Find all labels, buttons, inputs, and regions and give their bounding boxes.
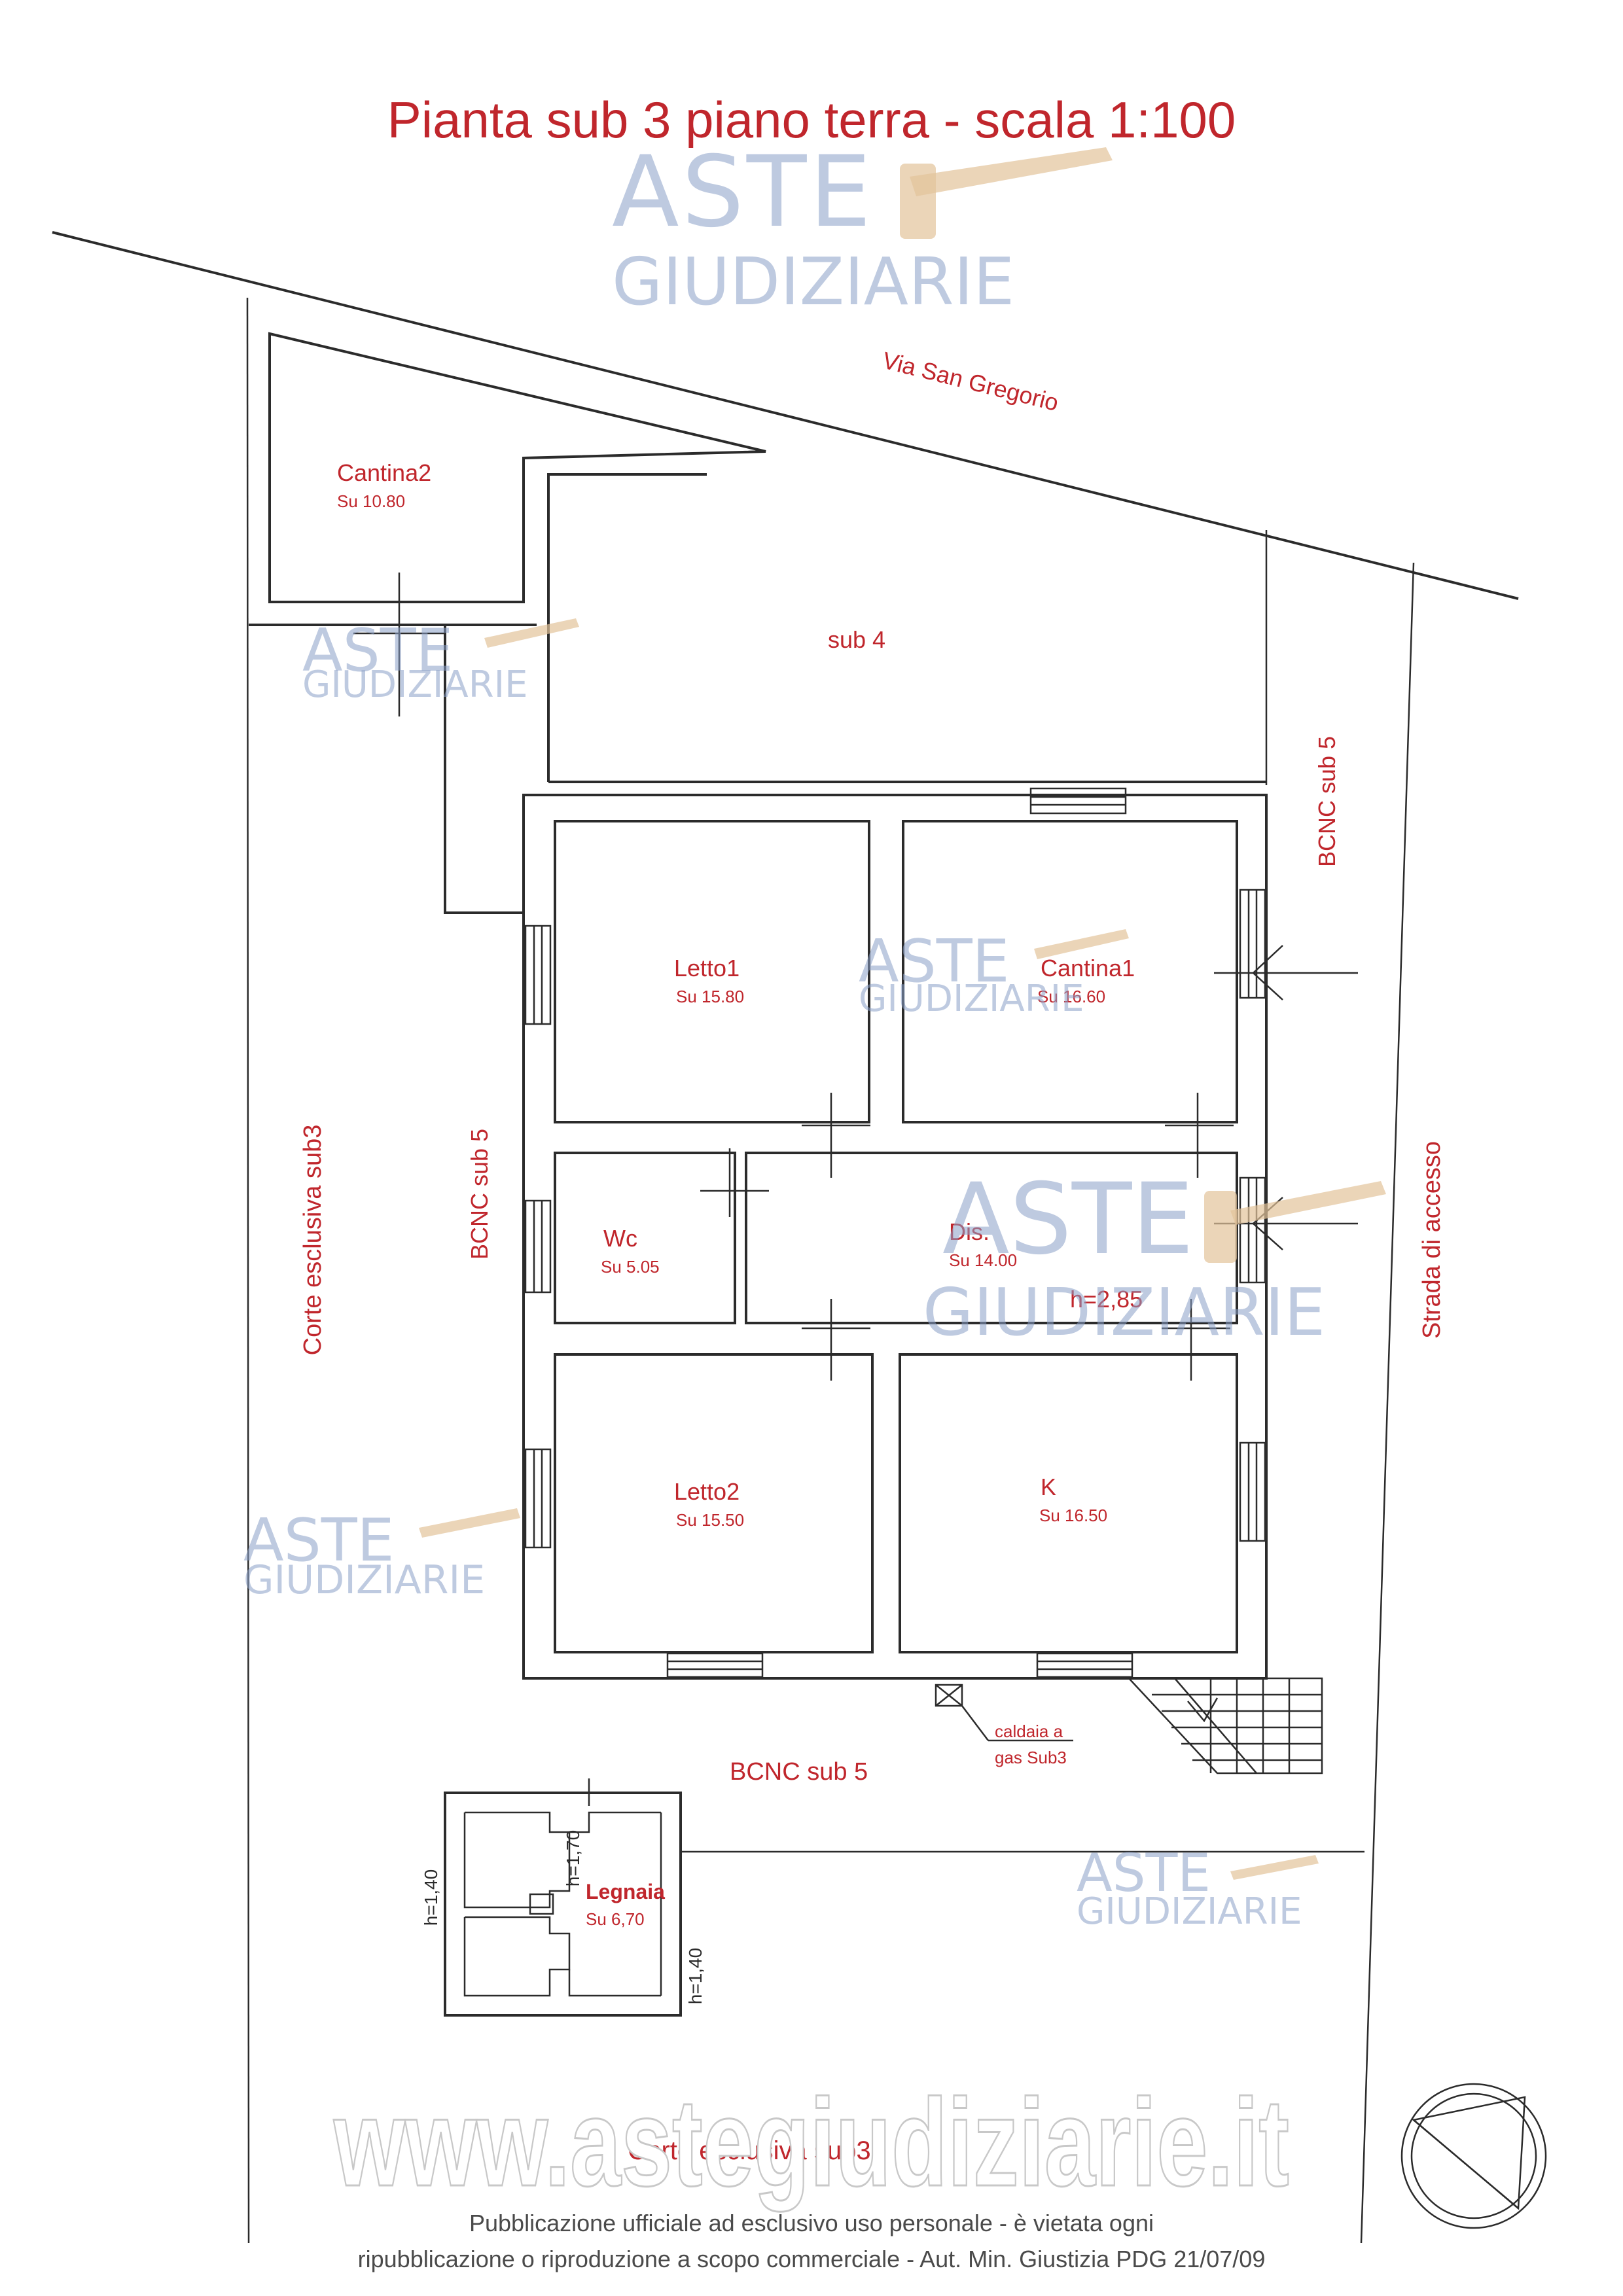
watermark-top: ASTE GIUDIZIARIE [612,135,1113,320]
room-legnaia [444,1778,682,2017]
svg-text:GIUDIZIARIE: GIUDIZIARIE [243,1557,485,1603]
svg-text:GIUDIZIARIE: GIUDIZIARIE [612,243,1014,320]
house-outline [522,794,1268,1680]
footer-line2: ripubblicazione o riproduzione a scopo c… [358,2246,1266,2272]
svg-text:GIUDIZIARIE: GIUDIZIARIE [923,1274,1325,1351]
svg-text:ASTE: ASTE [1077,1843,1211,1903]
watermark-center: ASTE GIUDIZIARIE [859,927,1129,1020]
svg-text:ASTE: ASTE [612,135,874,249]
room-wc [554,1152,736,1324]
label-k-area: Su 16.50 [1039,1506,1107,1525]
stair [1127,1677,1323,1775]
label-h140-right: h=1,40 [685,1948,705,2004]
label-h170: h=1,70 [563,1830,583,1886]
label-sub4: sub 4 [828,626,885,653]
label-letto1: Letto1 [674,955,740,981]
svg-text:GIUDIZIARIE: GIUDIZIARIE [859,978,1084,1020]
site-boundary [52,231,1519,2244]
label-wc: Wc [603,1225,637,1252]
room-cantina2 [249,332,766,716]
area-sub4 [444,473,1266,1680]
svg-text:ASTE: ASTE [859,927,1010,996]
door-symbols [700,1093,1234,1381]
label-bcnc-right: BCNC sub 5 [1313,736,1340,867]
footer-line1: Pubblicazione ufficiale ad esclusivo uso… [469,2210,1154,2236]
label-legnaia: Legnaia [586,1880,665,1903]
label-corte-left: Corte esclusiva sub3 [299,1125,327,1356]
label-letto2-area: Su 15.50 [676,1510,744,1530]
label-corte-bottom: Corte esclusiva sub3 [628,2136,870,2165]
label-bcnc-bottom: BCNC sub 5 [730,1758,868,1786]
svg-text:ASTE: ASTE [302,616,454,685]
label-cantina1: Cantina1 [1041,955,1135,981]
windows [524,787,1266,1678]
label-strada: Strada di accesso [1418,1141,1446,1339]
watermark-website: www.astegiudiziarie.it [333,2074,1289,2212]
label-dis: Dis. [949,1218,990,1245]
label-cantina2: Cantina2 [337,459,431,486]
label-letto2: Letto2 [674,1478,740,1505]
watermark-mid-left: ASTE GIUDIZIARIE [302,616,579,706]
room-k [899,1353,1238,1653]
label-letto1-area: Su 15.80 [676,987,744,1006]
label-dis-area: Su 14.00 [949,1250,1017,1270]
svg-text:GIUDIZIARIE: GIUDIZIARIE [302,663,528,706]
watermark-lower-right: ASTE GIUDIZIARIE [1077,1843,1319,1933]
label-caldaia-2: gas Sub3 [995,1748,1067,1767]
label-height: h=2,85 [1070,1286,1143,1313]
label-wc-area: Su 5.05 [601,1257,660,1277]
plan-title: Pianta sub 3 piano terra - scala 1:100 [387,91,1236,149]
label-bcnc-left: BCNC sub 5 [466,1129,493,1260]
room-letto2 [554,1353,874,1653]
svg-text:ASTE: ASTE [243,1506,395,1575]
svg-text:ASTE: ASTE [942,1163,1194,1277]
watermark-lower-left: ASTE GIUDIZIARIE [243,1506,520,1603]
label-legnaia-area: Su 6,70 [586,1909,645,1929]
svg-text:GIUDIZIARIE: GIUDIZIARIE [1077,1890,1302,1933]
room-cantina1 [902,820,1238,1123]
label-street: Via San Gregorio [880,347,1061,416]
room-letto1 [554,820,870,1123]
north-arrow-icon [1400,2083,1547,2229]
label-h140-left: h=1,40 [421,1869,441,1926]
label-caldaia-1: caldaia a [995,1722,1063,1741]
label-k: K [1041,1474,1056,1500]
watermark-right: ASTE GIUDIZIARIE [923,1163,1386,1351]
boiler-symbol [935,1684,1073,1742]
label-cantina1-area: Su 16.60 [1037,987,1105,1006]
label-cantina2-area: Su 10.80 [337,491,405,511]
